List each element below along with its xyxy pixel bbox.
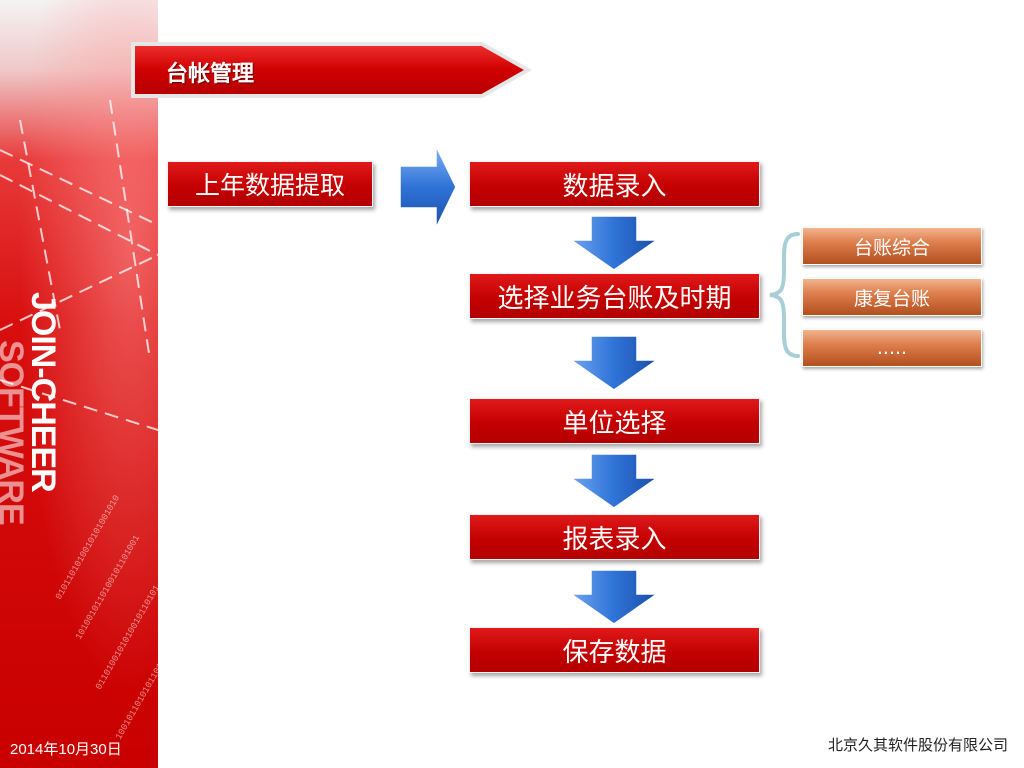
step-label: 保存数据 xyxy=(562,637,667,668)
right-arrow-icon xyxy=(399,145,457,229)
brand-logo-text: JOIN-CHEER xyxy=(24,292,62,492)
page-title: 台帐管理 xyxy=(166,62,255,87)
brace-icon xyxy=(769,232,800,358)
footer-date: 2014年10月30日 xyxy=(10,741,122,758)
down-arrow-icon xyxy=(569,569,659,625)
option-rehab-ledger: 康复台账 xyxy=(802,278,982,316)
brand-logo-text-secondary: SOFTWARE xyxy=(0,340,30,525)
step-label: 单位选择 xyxy=(562,408,667,439)
option-label: ..... xyxy=(876,337,908,359)
decorative-lines: 0101101010010101001010 10100101101001011… xyxy=(0,99,158,742)
side-decoration: 0101101010010101001010 10100101101001011… xyxy=(0,0,158,768)
footer-company: 北京久其软件股份有限公司 xyxy=(827,736,1008,754)
option-ledger-summary: 台账综合 xyxy=(802,227,982,265)
step-label: 选择业务台账及时期 xyxy=(497,283,732,314)
down-arrow-icon xyxy=(569,453,659,509)
previous-year-extract-label: 上年数据提取 xyxy=(194,171,345,200)
down-arrow-icon xyxy=(569,335,659,391)
step-label: 数据录入 xyxy=(562,171,667,202)
step-unit-select: 单位选择 xyxy=(469,398,760,444)
step-save-data: 保存数据 xyxy=(469,627,760,673)
option-label: 康复台账 xyxy=(853,287,930,310)
option-label: 台账综合 xyxy=(853,236,930,259)
step-report-entry: 报表录入 xyxy=(469,514,760,560)
previous-year-extract-box: 上年数据提取 xyxy=(167,161,373,207)
down-arrow-icon xyxy=(569,215,659,271)
title-banner xyxy=(131,42,532,98)
step-select-ledger-period: 选择业务台账及时期 xyxy=(469,273,760,319)
step-data-entry: 数据录入 xyxy=(469,161,760,207)
step-label: 报表录入 xyxy=(562,524,667,555)
option-more: ..... xyxy=(802,329,982,367)
